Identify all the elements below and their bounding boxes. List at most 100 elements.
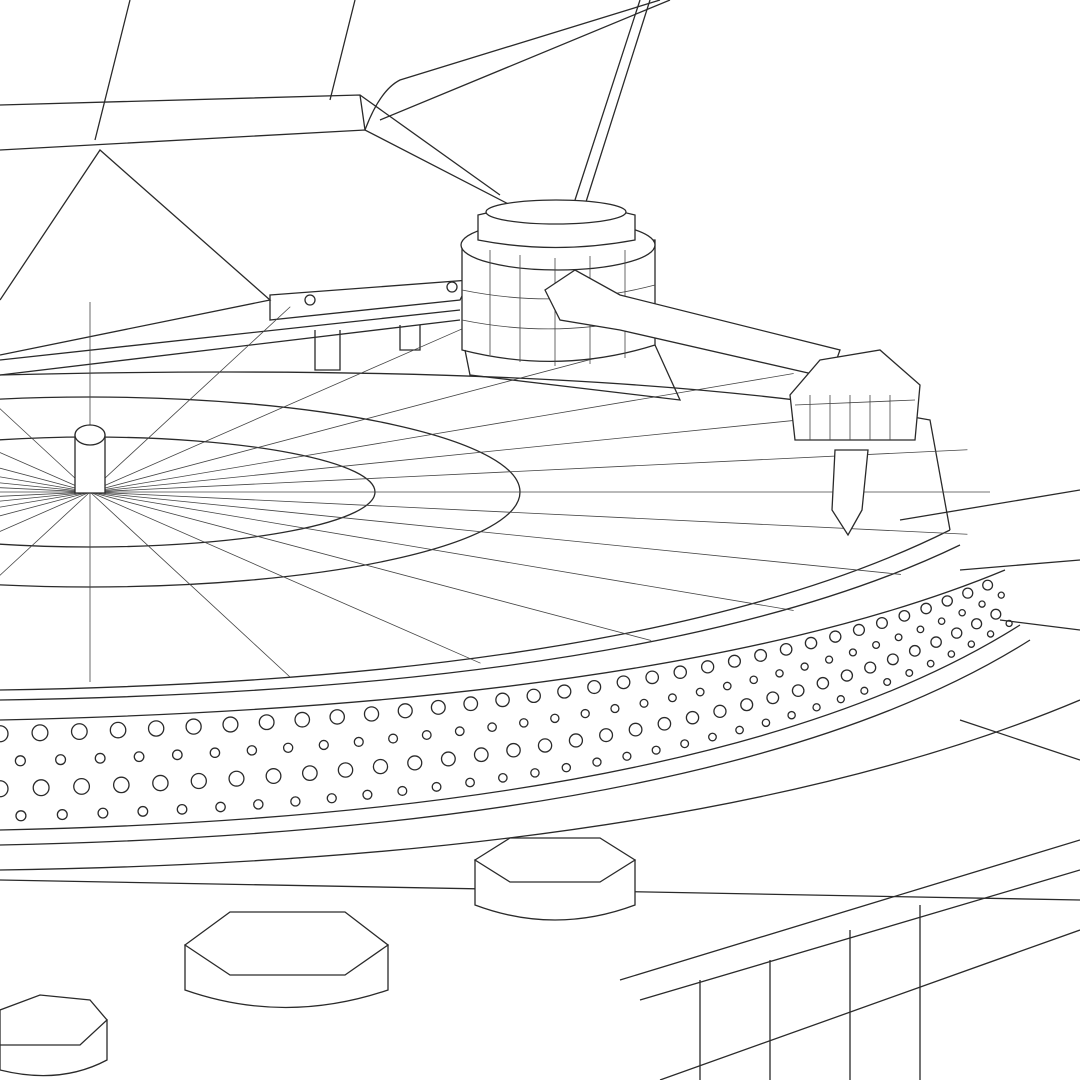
- strobe-dot: [736, 726, 743, 733]
- strobe-dot: [741, 699, 753, 711]
- radial-line: [0, 492, 90, 610]
- strobe-dot: [558, 685, 571, 698]
- radial-line: [90, 492, 290, 677]
- strobe-dot: [527, 689, 540, 702]
- tonearm: [545, 270, 920, 535]
- strobe-dot: [991, 609, 1001, 619]
- dust-cover-lid: [0, 0, 670, 375]
- strobe-dot: [520, 719, 528, 727]
- strobe-dot: [138, 807, 148, 817]
- strobe-dot: [114, 777, 129, 792]
- strobe-dot: [884, 679, 891, 686]
- strobe-dot: [899, 611, 910, 622]
- radial-line: [90, 307, 290, 492]
- hinge-screw-icon: [305, 295, 315, 305]
- radial-line: [90, 343, 651, 492]
- strobe-dot: [363, 790, 372, 799]
- strobe-dot: [177, 805, 186, 814]
- strobe-dot: [865, 662, 876, 673]
- strobe-dot: [32, 725, 48, 741]
- strobe-dot: [475, 748, 489, 762]
- strobe-dot: [303, 766, 317, 780]
- radial-line: [90, 492, 480, 663]
- platter-mat-radial-lines: [0, 302, 990, 682]
- strobe-dot: [191, 773, 206, 788]
- control-buttons: [0, 838, 635, 1076]
- strobe-dot: [873, 642, 880, 649]
- strobe-dot: [837, 696, 844, 703]
- radial-line: [90, 492, 967, 534]
- strobe-dot: [431, 700, 445, 714]
- strobe-dot: [538, 739, 551, 752]
- strobe-dot: [714, 705, 726, 717]
- strobe-dot: [496, 693, 509, 706]
- strobe-dot: [938, 618, 944, 624]
- strobe-dot: [266, 769, 281, 784]
- strobe-dot: [861, 687, 868, 694]
- radial-line: [90, 492, 794, 610]
- strobe-dot: [611, 705, 619, 713]
- strobe-dot: [588, 681, 601, 694]
- radial-line: [90, 492, 651, 641]
- strobe-dot: [952, 628, 962, 638]
- strobe-dot: [330, 710, 344, 724]
- strobe-dot: [646, 671, 658, 683]
- strobe-dot: [979, 601, 985, 607]
- button-start-stop[interactable]: [475, 838, 635, 920]
- strobe-dot: [696, 688, 704, 696]
- strobe-dot: [441, 752, 455, 766]
- strobe-dot: [72, 724, 88, 740]
- cartridge-stylus: [832, 450, 868, 535]
- strobe-dot: [895, 634, 902, 641]
- strobe-dot: [963, 588, 973, 598]
- strobe-dot: [295, 712, 309, 726]
- button-45rpm[interactable]: [0, 995, 107, 1076]
- strobe-dot: [466, 778, 475, 787]
- radial-line: [90, 492, 901, 574]
- radial-line: [90, 450, 967, 492]
- strobe-dot: [729, 655, 741, 667]
- strobe-dot: [983, 580, 993, 590]
- strobe-dot: [223, 717, 238, 732]
- strobe-dot: [247, 746, 256, 755]
- strobe-dot: [389, 734, 398, 743]
- strobe-dot: [0, 726, 8, 742]
- strobe-dot: [98, 808, 108, 818]
- strobe-dot: [849, 649, 856, 656]
- strobe-dot: [319, 740, 328, 749]
- strobe-dot: [398, 704, 412, 718]
- strobe-dot: [724, 682, 731, 689]
- strobe-dot: [640, 699, 648, 707]
- plinth: [0, 490, 1080, 1080]
- strobe-dot: [95, 753, 105, 763]
- strobe-dot: [254, 800, 263, 809]
- strobe-dot: [755, 650, 767, 662]
- strobe-dot: [284, 743, 293, 752]
- strobe-dot: [354, 737, 363, 746]
- strobe-dot: [593, 758, 601, 766]
- strobe-dot: [569, 734, 582, 747]
- strobe-dot: [788, 712, 795, 719]
- strobe-dot: [801, 663, 808, 670]
- strobe-dot: [877, 618, 888, 629]
- radial-line: [0, 307, 90, 492]
- strobe-dot: [910, 646, 921, 657]
- strobe-dot: [600, 729, 613, 742]
- strobe-dot: [0, 781, 8, 797]
- strobe-dot: [853, 624, 864, 635]
- strobe-dot: [173, 750, 182, 759]
- spindle: [75, 425, 105, 493]
- strobe-dot: [830, 631, 841, 642]
- strobe-dot: [629, 723, 642, 736]
- strobe-dot: [551, 714, 559, 722]
- strobe-dot: [259, 715, 274, 730]
- strobe-dot: [841, 670, 852, 681]
- strobe-dot: [658, 718, 670, 730]
- radial-line: [0, 492, 90, 641]
- strobe-dot: [186, 719, 201, 734]
- button-33rpm[interactable]: [185, 912, 388, 1008]
- strobe-dot: [398, 787, 407, 796]
- headshell: [790, 350, 920, 440]
- strobe-dot: [652, 746, 660, 754]
